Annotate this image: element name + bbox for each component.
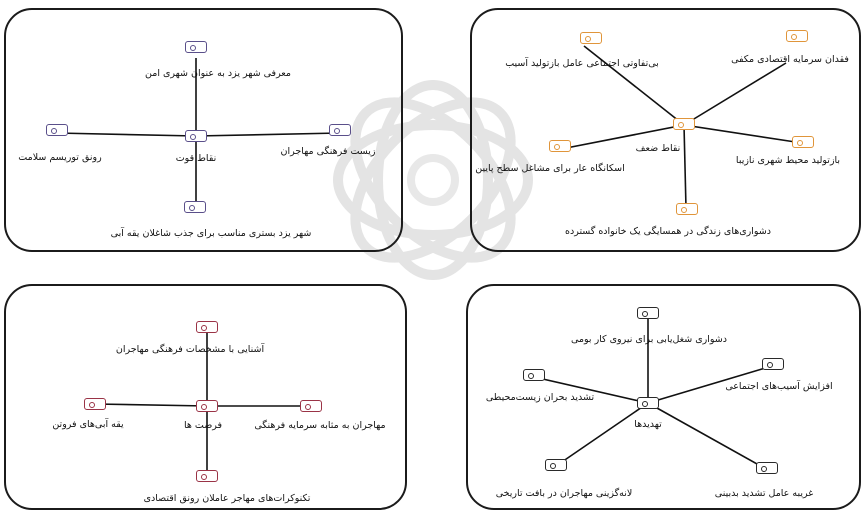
node-strengths-center	[185, 130, 207, 142]
label-threats-1: دشواری شغل‌یابی برای نیروی کار بومی	[571, 334, 727, 345]
label-strengths-3: شهر یزد بستری مناسب برای جذب شاغلان یقه …	[110, 228, 312, 239]
node-weaknesses-4	[676, 203, 698, 215]
node-threats-center	[637, 397, 659, 409]
panel-threats	[466, 284, 861, 510]
label-weaknesses-2: فقدان سرمایه اقتصادی مکفی	[731, 54, 849, 65]
node-threats-2	[762, 358, 784, 370]
label-opportunities-1: آشنایی با مشخصات فرهنگی مهاجران	[115, 344, 265, 355]
node-weaknesses-1	[580, 32, 602, 44]
panel-strengths	[4, 8, 403, 252]
label-strengths-1: معرفی شهر یزد به عنوان شهری امن	[145, 68, 291, 79]
label-opportunities-4: یقه آبی‌های فروتن	[52, 419, 124, 430]
node-opportunities-2	[300, 400, 322, 412]
label-weaknesses-center: نقاط ضعف	[635, 143, 681, 154]
node-threats-3	[756, 462, 778, 474]
node-weaknesses-3	[792, 136, 814, 148]
label-strengths-center: نقاط قوت	[175, 153, 217, 164]
node-opportunities-3	[196, 470, 218, 482]
node-strengths-2	[329, 124, 351, 136]
panel-weaknesses	[470, 8, 861, 252]
label-threats-3: غریبه عامل تشدید بدبینی	[714, 488, 814, 499]
label-opportunities-2: مهاجران به مثابه سرمایه فرهنگی	[254, 420, 386, 431]
label-weaknesses-4: دشواری‌های زندگی در همسایگی یک خانواده گ…	[564, 226, 772, 237]
label-threats-2: افزایش آسیب‌های اجتماعی	[725, 381, 833, 392]
label-opportunities-3: تکنوکرات‌های مهاجر عاملان رونق اقتصادی	[143, 493, 311, 504]
label-weaknesses-5: اسکانگاه عار برای مشاغل سطح پایین	[475, 163, 625, 174]
label-weaknesses-3: بازتولید محیط شهری نازیبا	[735, 155, 841, 166]
node-weaknesses-2	[786, 30, 808, 42]
node-threats-5	[523, 369, 545, 381]
label-threats-4: لانه‌گزینی مهاجران در بافت تاریخی	[495, 488, 633, 499]
node-weaknesses-5	[549, 140, 571, 152]
node-opportunities-4	[84, 398, 106, 410]
label-weaknesses-1: بی‌تفاوتی اجتماعی عامل بازتولید آسیب	[505, 58, 659, 69]
label-strengths-2: زیست فرهنگی مهاجران	[280, 146, 376, 157]
label-threats-5: تشدید بحران زیست‌محیطی	[485, 392, 595, 403]
label-threats-center: تهدیدها	[634, 419, 662, 430]
node-weaknesses-center	[673, 118, 695, 130]
node-strengths-1	[185, 41, 207, 53]
node-opportunities-center	[196, 400, 218, 412]
node-strengths-3	[184, 201, 206, 213]
node-opportunities-1	[196, 321, 218, 333]
node-strengths-4	[46, 124, 68, 136]
label-strengths-4: رونق توریسم سلامت	[18, 152, 102, 163]
node-threats-1	[637, 307, 659, 319]
panel-opportunities	[4, 284, 407, 510]
node-threats-4	[545, 459, 567, 471]
label-opportunities-center: فرصت ها	[183, 420, 223, 431]
